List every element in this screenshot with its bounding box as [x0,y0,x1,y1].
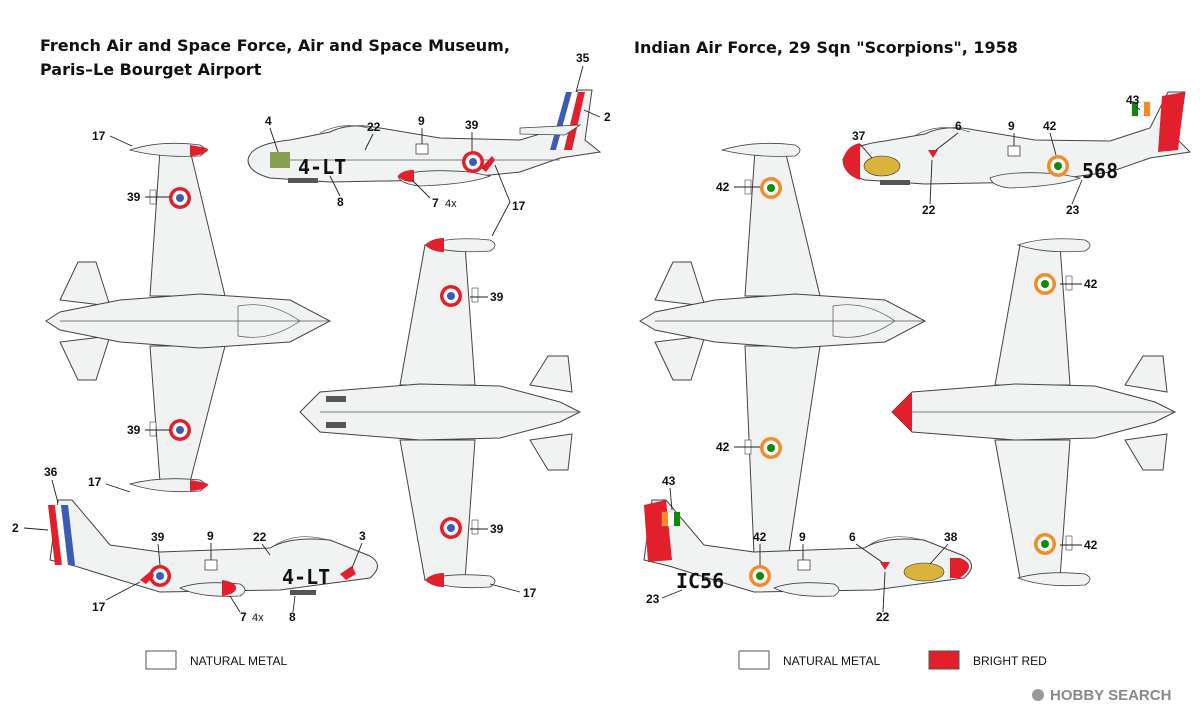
watermark-text: HOBBY SEARCH [1050,687,1171,704]
fr-callouts-top: 35 2 4 22 9 39 8 7 4x 17 [265,51,611,237]
legend-label-bright-red: BRIGHT RED [973,654,1047,668]
callout-23: 23 [1066,203,1080,217]
callout-39b: 39 [127,190,141,204]
callout-2b: 2 [12,521,19,535]
callout-23b: 23 [646,592,660,606]
callout-7: 7 [432,196,439,210]
callout-9c: 9 [1008,119,1015,133]
callout-22c: 22 [922,203,936,217]
callout-37: 37 [852,129,866,143]
fr-code-top: 4-LT [298,155,346,179]
in-bottom-callouts: 43 42 9 6 38 23 22 [646,474,958,624]
callout-9d: 9 [799,530,806,544]
callout-42c: 42 [716,440,730,454]
fr-planform-callouts: 17 39 39 17 [88,129,170,493]
in-code-bottom: IC56 [676,569,724,593]
legend-label-natural-metal: NATURAL METAL [190,654,287,668]
callout-7b: 7 [240,610,247,624]
callout-22: 22 [367,120,381,134]
legend-left: NATURAL METAL [145,650,287,670]
in-code-top: 568 [1082,159,1118,183]
left-title-line2: Paris–Le Bourget Airport [40,60,262,79]
callout-17e: 17 [92,600,106,614]
callout-4x: 4x [445,198,457,210]
callout-8: 8 [337,195,344,209]
callout-36: 36 [44,465,58,479]
callout-22b: 22 [253,530,267,544]
callout-6b: 6 [849,530,856,544]
callout-17b: 17 [92,129,106,143]
right-title: Indian Air Force, 29 Sqn "Scorpions", 19… [634,38,1018,57]
legend-swatch-natural-metal-right [738,650,770,670]
fr-side-profile-top: 4-LT [247,89,602,187]
in-top-callouts: 43 37 6 9 42 22 23 [852,93,1141,217]
callout-38: 38 [944,530,958,544]
callout-42e: 42 [1084,538,1098,552]
legend-label-natural-metal-right: NATURAL METAL [783,654,880,668]
callout-17: 17 [512,199,526,213]
callout-42f: 42 [753,530,767,544]
callout-9b: 9 [207,529,214,543]
legend-swatch-bright-red [928,650,960,670]
callout-6: 6 [955,119,962,133]
callout-22d: 22 [876,610,890,624]
callout-8b: 8 [289,610,296,624]
in-side-profile-bottom: IC56 [643,499,972,597]
callout-17d: 17 [523,586,537,600]
callout-9: 9 [418,114,425,128]
fr-planform-under [299,238,582,589]
fr-planform-left [45,142,332,493]
callout-39f: 39 [151,530,165,544]
callout-4: 4 [265,114,272,128]
callout-42b: 42 [716,180,730,194]
in-planform-under [891,238,1177,587]
callout-2: 2 [604,110,611,124]
callout-3: 3 [359,529,366,543]
legend-swatch-natural-metal [145,650,177,670]
callout-43: 43 [1126,93,1140,107]
in-under-callouts: 42 42 [1060,277,1098,552]
callout-42: 42 [1043,119,1057,133]
in-side-profile-top: 568 [842,91,1192,189]
callout-39e: 39 [490,522,504,536]
callout-39c: 39 [127,423,141,437]
callout-17c: 17 [88,475,102,489]
callout-35: 35 [576,51,590,65]
fr-code-bottom: 4-LT [282,565,330,589]
legend-right: NATURAL METAL BRIGHT RED [738,650,1047,670]
fr-side-profile-bottom: 4-LT [48,499,378,597]
callout-43b: 43 [662,474,676,488]
fr-under-callouts: 39 39 17 [470,290,537,600]
callout-39: 39 [465,118,479,132]
watermark: HOBBY SEARCH [1032,687,1171,704]
callout-39d: 39 [490,290,504,304]
left-title-line1: French Air and Space Force, Air and Spac… [40,36,510,55]
fr-bottom-callouts: 36 2 39 9 22 3 17 7 4x 8 [12,465,366,624]
callout-42d: 42 [1084,277,1098,291]
in-planform-callouts: 42 42 [716,180,760,454]
callout-4x-b: 4x [252,612,264,624]
